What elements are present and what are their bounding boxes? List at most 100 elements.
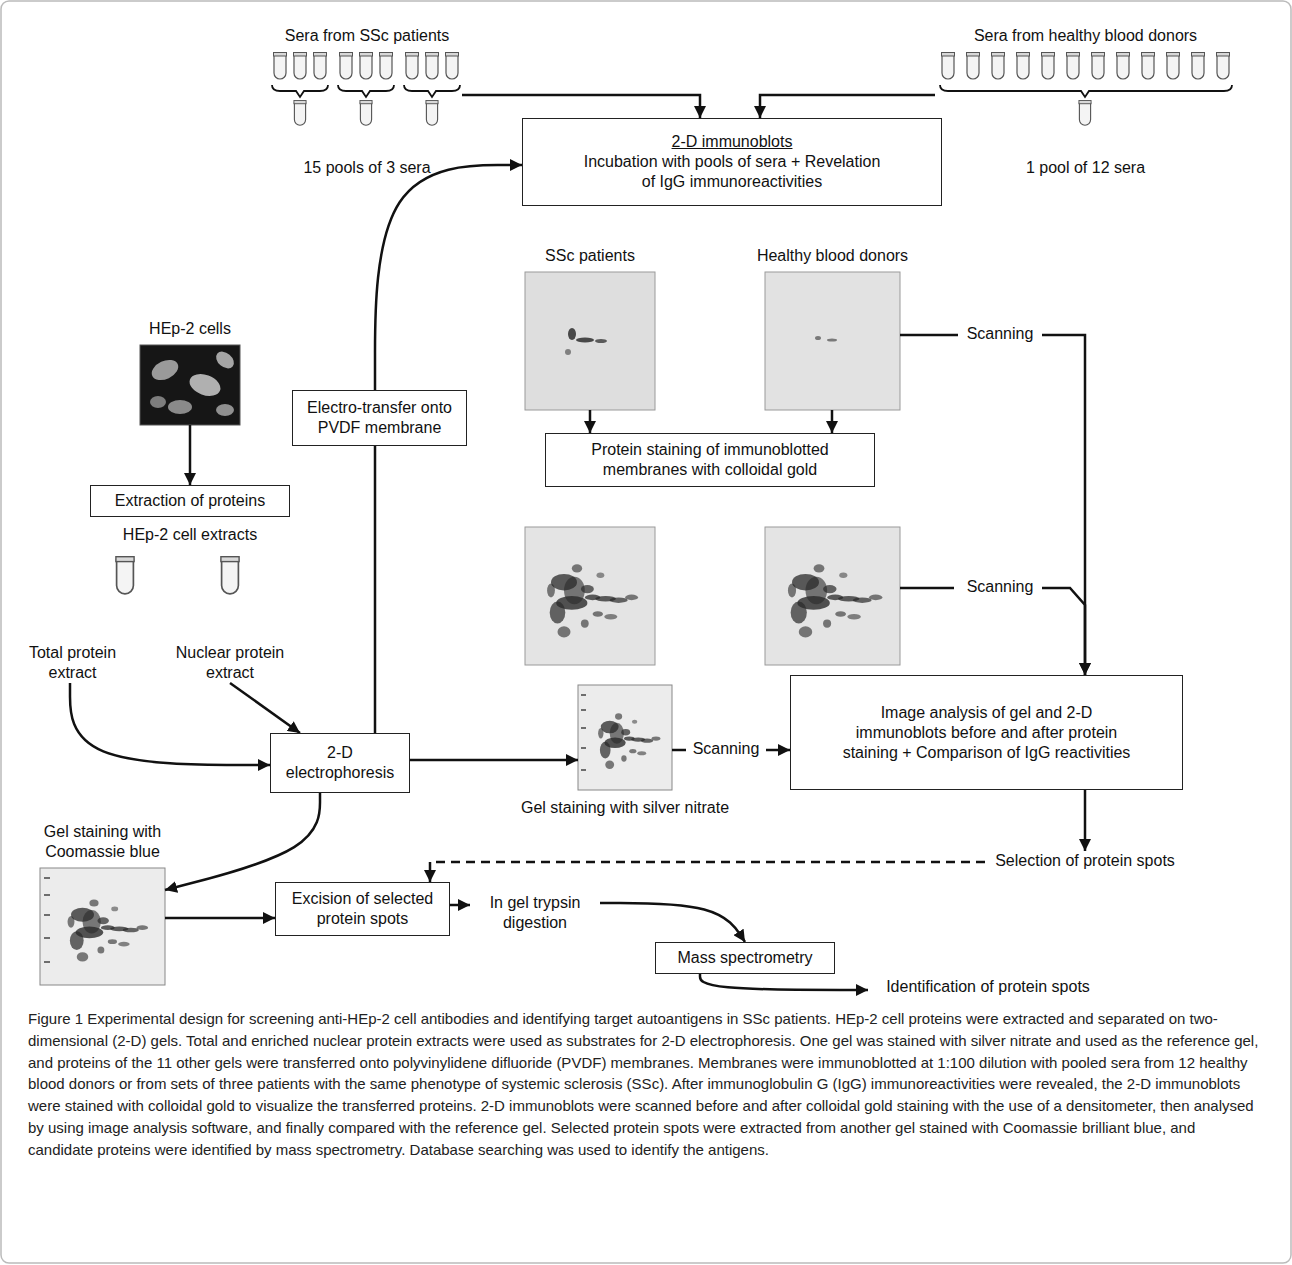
process-box: Extraction of proteins [90, 485, 290, 517]
image-panel: Gel staining with Coomassie blue [40, 868, 165, 985]
step-label: HEp-2 cell extracts [95, 525, 285, 545]
serum-tube [360, 53, 373, 80]
spot-pattern [788, 564, 883, 637]
flow-arrow [760, 95, 935, 118]
marker-lane [581, 695, 586, 770]
serum-tube [1092, 53, 1105, 80]
serum-tube [942, 53, 955, 80]
flow-arrow [165, 917, 275, 920]
spot-pattern [68, 900, 149, 962]
ssc-sera-tubes [272, 53, 460, 126]
serum-tube [1167, 53, 1180, 80]
immunoblot-image [765, 272, 900, 410]
flow-arrow [375, 165, 522, 390]
flow-arrow [1042, 588, 1085, 675]
serum-tube [1192, 53, 1205, 80]
panel-title: Sera from SSc patients [285, 26, 450, 46]
step-label: Scanning [686, 739, 766, 759]
node-text: In gel trypsin digestion [470, 893, 600, 933]
flow-arrow [230, 683, 300, 733]
node-text: HEp-2 cell extracts [95, 525, 285, 545]
immunoblot-image [525, 272, 655, 410]
flow-arrow [189, 425, 192, 485]
panel-title: Gel staining with Coomassie blue [23, 822, 183, 862]
flow-arrow [374, 446, 377, 733]
serum-tube [426, 53, 439, 80]
serum-tube [294, 53, 307, 80]
image-panel: SSc patients [525, 272, 655, 410]
process-box: 2-D immunoblotsIncubation with pools of … [522, 118, 942, 206]
serum-tube [314, 53, 327, 80]
serum-tube [992, 53, 1005, 80]
serum-tube [1017, 53, 1030, 80]
flow-arrow [672, 749, 686, 752]
blot-membrane [765, 272, 900, 410]
stained-blot-image [525, 527, 655, 665]
panel-title: Healthy blood donors [757, 246, 908, 266]
node-text: Selection of protein spots [985, 851, 1185, 871]
pool-bracket [338, 85, 394, 97]
flow-arrow [70, 683, 270, 765]
node-text: Mass spectrometry [677, 948, 812, 968]
serum-tube [380, 53, 393, 80]
image-panel: Healthy blood donors [765, 272, 900, 410]
flow-arrow [1042, 335, 1085, 675]
donor-sera-tubes [940, 53, 1232, 126]
serum-tube [1142, 53, 1155, 80]
panel-title: HEp-2 cells [149, 319, 231, 339]
pooled-tube [426, 100, 438, 125]
image-panel: HEp-2 cells [140, 345, 240, 425]
cell-shape [149, 356, 182, 384]
node-text: Electro-transfer onto PVDF membrane [301, 398, 458, 438]
image-panel: Sera from SSc patients15 pools of 3 sera [272, 52, 462, 128]
serum-tube [1042, 53, 1055, 80]
panel-title: SSc patients [545, 246, 635, 266]
gel-frame [40, 868, 165, 985]
gel-image [40, 868, 165, 985]
blot-membrane [525, 527, 655, 665]
figure-caption: Figure 1 Experimental design for screeni… [28, 1008, 1264, 1160]
pooled-tube [360, 100, 372, 125]
spot-pattern [598, 713, 660, 769]
cell-micrograph [140, 345, 240, 425]
pool-bracket [940, 85, 1232, 97]
serum-tube [340, 53, 353, 80]
flow-arrow [462, 95, 700, 118]
gel-image [578, 685, 672, 790]
node-text: Scanning [686, 739, 766, 759]
step-label: In gel trypsin digestion [470, 893, 600, 933]
micrograph-frame [140, 345, 240, 425]
step-label: Scanning [958, 324, 1042, 344]
flow-arrow [600, 903, 745, 942]
blot-membrane [765, 527, 900, 665]
process-box: Image analysis of gel and 2-D immunoblot… [790, 675, 1183, 790]
flow-arrow [900, 334, 958, 337]
scan-line [900, 587, 954, 590]
pool-bracket [272, 85, 328, 97]
node-text: Incubation with pools of sera + Revelati… [582, 152, 882, 192]
flow-arrow [430, 862, 985, 882]
panel-title: Sera from healthy blood donors [974, 26, 1197, 46]
stained-blot-image [765, 527, 900, 665]
flow-arrow [450, 904, 470, 907]
node-text: 2-D electrophoresis [279, 743, 401, 783]
step-label: Total protein extract [10, 643, 135, 683]
process-box: Electro-transfer onto PVDF membrane [292, 390, 467, 446]
node-text: Excision of selected protein spots [284, 889, 441, 929]
protein-spot [565, 349, 571, 355]
node-text: Identification of protein spots [868, 977, 1108, 997]
image-panel: Gel staining with silver nitrate [578, 685, 672, 790]
flow-arrow [766, 749, 790, 752]
serum-tube [446, 53, 459, 80]
marker-lane [44, 878, 50, 962]
flow-arrow [165, 793, 320, 890]
gel-frame [578, 685, 672, 790]
step-label: Selection of protein spots [985, 851, 1185, 871]
node-text: 2-D immunoblots [672, 132, 793, 152]
cell-shape [213, 348, 237, 372]
process-box: Excision of selected protein spots [275, 882, 450, 936]
process-box: Protein staining of immunoblotted membra… [545, 433, 875, 487]
protein-spot [568, 328, 576, 340]
